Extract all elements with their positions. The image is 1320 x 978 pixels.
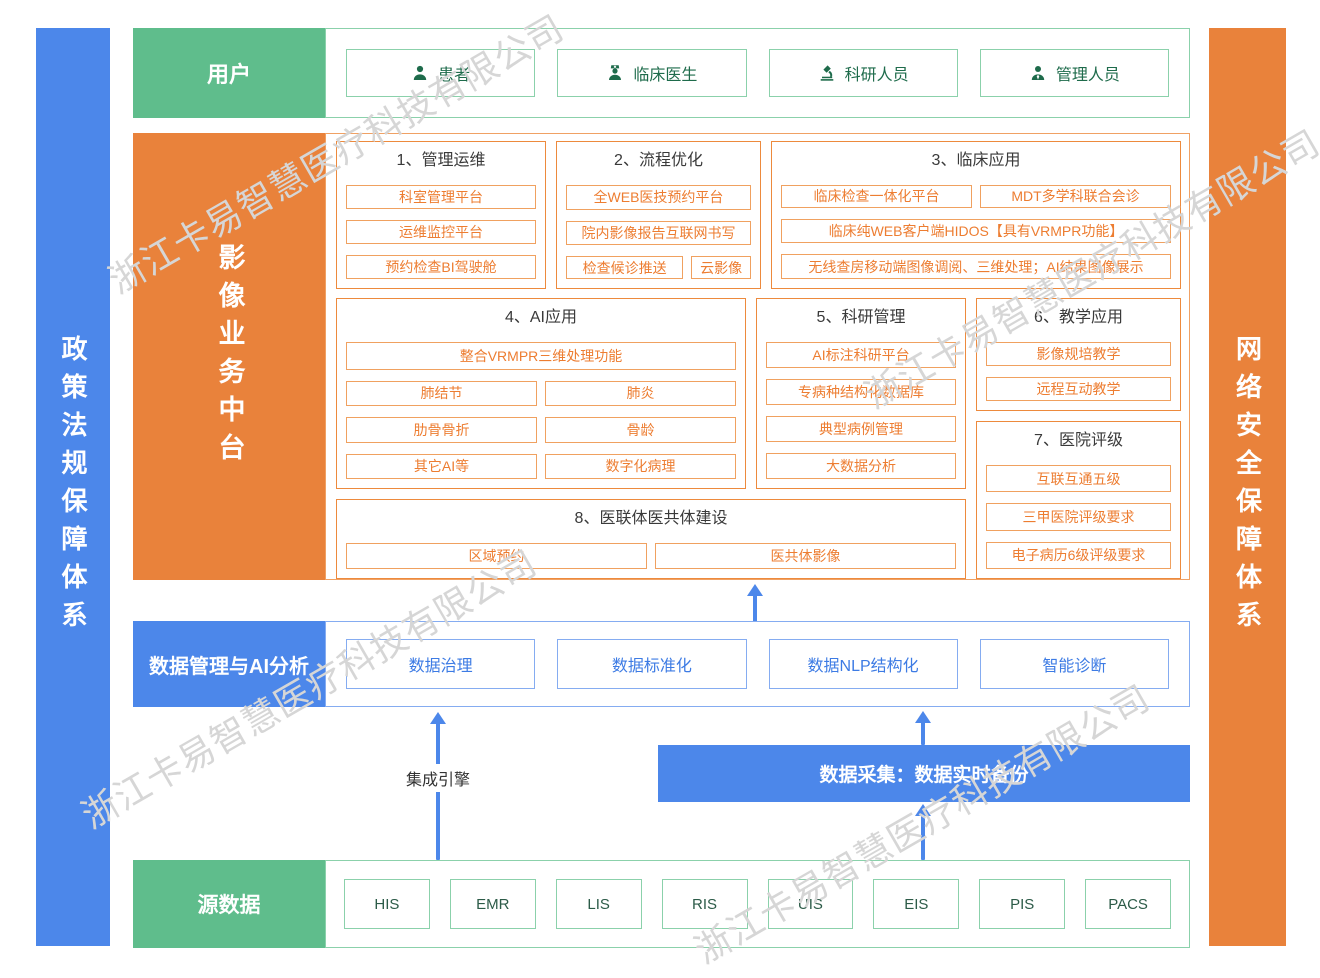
platform-item: 影像规培教学 xyxy=(986,342,1171,366)
platform-item: 预约检查BI驾驶舱 xyxy=(346,255,536,279)
section-title: 3、临床应用 xyxy=(931,152,1021,169)
platform-item: AI标注科研平台 xyxy=(766,342,956,368)
platform-item: 检查候诊推送 xyxy=(566,256,684,280)
platform-item: 其它AI等 xyxy=(346,453,537,479)
user-item-label: 科研人员 xyxy=(844,67,909,84)
platform-item: 专病种结构化数据库 xyxy=(766,379,956,405)
platform-header-label: 影像业务中台 xyxy=(214,242,245,471)
data-ai-item: 数据标准化 xyxy=(557,639,747,689)
platform-item: 三甲医院评级要求 xyxy=(986,503,1171,531)
data-collection-box: 数据采集：数据实时备份 xyxy=(658,745,1190,802)
user-item-researcher: 科研人员 xyxy=(768,49,958,97)
platform-header: 影像业务中台 xyxy=(133,133,325,580)
user-item-manager: 管理人员 xyxy=(979,49,1169,97)
section-consortium-construction: 8、医联体医共体建设 区域预约 医共体影像 xyxy=(336,499,966,579)
data-ai-item: 智能诊断 xyxy=(979,639,1169,689)
data-ai-panel: 数据治理 数据标准化 数据NLP结构化 智能诊断 xyxy=(325,621,1190,707)
source-item-his: HIS xyxy=(344,879,430,929)
arrow-line xyxy=(921,815,925,860)
platform-item: 骨龄 xyxy=(545,417,736,443)
section-title: 6、教学应用 xyxy=(1034,309,1123,326)
source-item-pis: PIS xyxy=(979,879,1066,929)
arrow-head xyxy=(430,712,446,724)
platform-item: 无线查房移动端图像调阅、三维处理；AI结果图像展示 xyxy=(781,254,1171,280)
platform-item: 电子病历6级评级要求 xyxy=(986,541,1171,569)
patient-icon xyxy=(411,64,429,82)
user-item-label: 临床医生 xyxy=(633,67,698,84)
section-clinical-apps: 3、临床应用 临床检查一体化平台 MDT多学科联合会诊 临床纯WEB客户端HID… xyxy=(771,141,1181,289)
network-security-label: 网络安全保障体系 xyxy=(1232,335,1263,639)
source-item-uis: UIS xyxy=(767,879,854,929)
arrow-head xyxy=(915,711,931,723)
user-item-patient: 患者 xyxy=(346,49,536,97)
platform-item: 临床纯WEB客户端HIDOS【具有VRMPR功能】 xyxy=(781,218,1171,244)
platform-item: 肋骨骨折 xyxy=(346,417,537,443)
manager-icon xyxy=(1029,64,1047,82)
arrow-line xyxy=(921,722,925,745)
data-ai-item: 数据治理 xyxy=(346,639,536,689)
platform-item: 互联互通五级 xyxy=(986,465,1171,493)
platform-item: 临床检查一体化平台 xyxy=(781,185,972,208)
section-title: 1、管理运维 xyxy=(396,152,486,169)
platform-item: 数字化病理 xyxy=(545,453,736,479)
section-title: 4、AI应用 xyxy=(504,309,578,326)
policy-regulation-bar: 政策法规保障体系 xyxy=(36,28,110,946)
platform-panel: 1、管理运维 科室管理平台 运维监控平台 预约检查BI驾驶舱 2、流程优化 全W… xyxy=(325,133,1190,580)
section-title: 8、医联体医共体建设 xyxy=(574,510,728,527)
platform-item: 院内影像报告互联网书写 xyxy=(566,220,751,246)
platform-item: 大数据分析 xyxy=(766,453,956,479)
user-item-label: 患者 xyxy=(438,67,471,84)
users-panel: 患者 临床医生 科研人员 管理人员 xyxy=(325,28,1190,118)
arrow-line xyxy=(753,595,757,630)
source-item-lis: LIS xyxy=(555,879,642,929)
source-item-ris: RIS xyxy=(661,879,748,929)
platform-item: 肺结节 xyxy=(346,380,537,406)
source-header: 源数据 xyxy=(133,860,325,948)
source-item-eis: EIS xyxy=(873,879,960,929)
data-ai-item: 数据NLP结构化 xyxy=(768,639,958,689)
arrow-head xyxy=(747,584,763,596)
policy-regulation-label: 政策法规保障体系 xyxy=(58,335,88,639)
users-header: 用户 xyxy=(133,28,325,118)
microscope-icon xyxy=(818,64,836,82)
arrow-head xyxy=(915,804,931,816)
section-title: 2、流程优化 xyxy=(614,152,703,169)
section-title: 5、科研管理 xyxy=(816,309,906,326)
doctor-icon xyxy=(606,64,624,82)
section-title: 7、医院评级 xyxy=(1034,432,1123,449)
platform-item: 医共体影像 xyxy=(655,543,956,569)
section-hospital-rating: 7、医院评级 互联互通五级 三甲医院评级要求 电子病历6级评级要求 xyxy=(976,421,1181,579)
platform-item: 科室管理平台 xyxy=(346,185,536,209)
data-ai-header: 数据管理与AI分析 xyxy=(133,621,325,707)
source-panel: HIS EMR LIS RIS UIS EIS PIS PACS xyxy=(325,860,1190,948)
source-item-pacs: PACS xyxy=(1085,879,1171,929)
platform-item: 远程互动教学 xyxy=(986,377,1171,401)
section-research-management: 5、科研管理 AI标注科研平台 专病种结构化数据库 典型病例管理 大数据分析 xyxy=(756,298,966,489)
section-management-ops: 1、管理运维 科室管理平台 运维监控平台 预约检查BI驾驶舱 xyxy=(336,141,546,289)
platform-item: 肺炎 xyxy=(545,380,736,406)
integration-engine-label: 集成引擎 xyxy=(401,764,476,792)
platform-item: 运维监控平台 xyxy=(346,220,536,244)
user-item-label: 管理人员 xyxy=(1055,67,1120,84)
platform-item: 云影像 xyxy=(691,256,751,280)
source-item-emr: EMR xyxy=(449,879,536,929)
platform-item: 典型病例管理 xyxy=(766,416,956,442)
network-security-bar: 网络安全保障体系 xyxy=(1209,28,1286,946)
section-process-optimization: 2、流程优化 全WEB医技预约平台 院内影像报告互联网书写 检查候诊推送 云影像 xyxy=(556,141,761,289)
section-teaching-apps: 6、教学应用 影像规培教学 远程互动教学 xyxy=(976,298,1181,411)
platform-item: 全WEB医技预约平台 xyxy=(566,185,751,210)
user-item-doctor: 临床医生 xyxy=(557,49,747,97)
platform-item: 区域预约 xyxy=(346,543,647,569)
platform-item: 整合VRMPR三维处理功能 xyxy=(346,342,736,370)
platform-item: MDT多学科联合会诊 xyxy=(980,185,1171,208)
section-ai-apps: 4、AI应用 整合VRMPR三维处理功能 肺结节 肺炎 肋骨骨折 骨龄 其它AI… xyxy=(336,298,746,489)
